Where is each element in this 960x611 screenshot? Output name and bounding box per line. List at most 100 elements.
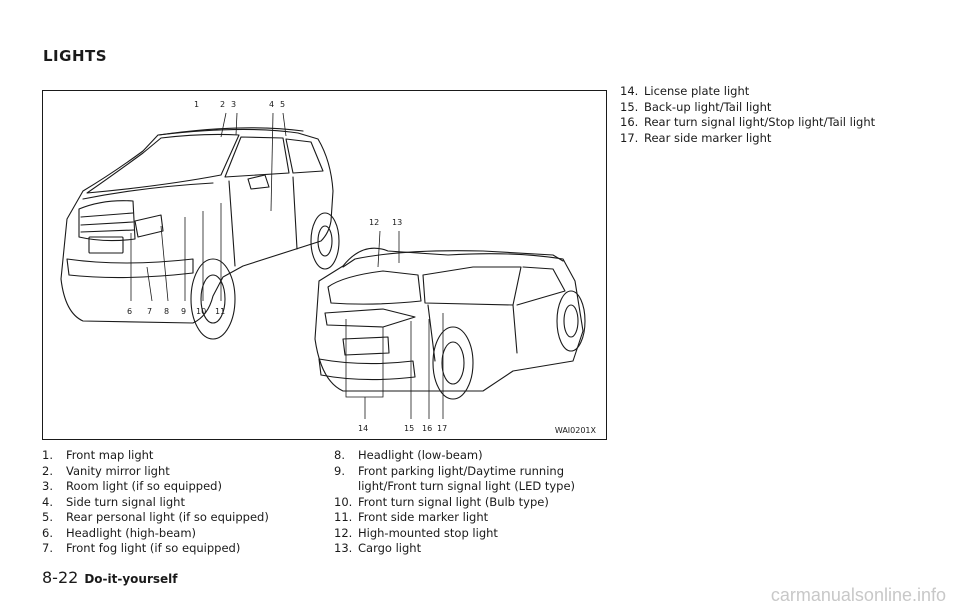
list-item: 14. License plate light xyxy=(620,84,920,100)
front-roof-rail xyxy=(158,127,304,136)
list-item: 11. Front side marker light xyxy=(334,510,604,526)
callout-7: 7 xyxy=(147,307,152,316)
list-item: 7. Front fog light (if so equipped) xyxy=(42,541,312,557)
rear-door-line xyxy=(427,304,518,362)
callout-6: 6 xyxy=(127,307,132,316)
front-door-line xyxy=(228,176,298,267)
item-number: 4. xyxy=(42,494,53,509)
rear-tailgate-glass xyxy=(327,270,422,305)
front-side-window-1 xyxy=(224,136,290,178)
vehicle-illustration: 1 2 3 4 5 6 7 8 9 10 11 12 13 14 15 16 1… xyxy=(60,100,586,433)
item-text: Headlight (high-beam) xyxy=(66,525,197,540)
page-footer: 8-22 Do-it-yourself xyxy=(42,568,177,587)
front-headlight-left xyxy=(134,214,164,238)
item-text: License plate light xyxy=(644,84,750,98)
front-grille xyxy=(78,200,136,242)
item-number: 2. xyxy=(42,463,53,478)
item-number: 14. xyxy=(620,84,639,98)
front-bumper xyxy=(66,258,194,279)
list-item: 2. Vanity mirror light xyxy=(42,464,312,480)
list-item: 3. Room light (if so equipped) xyxy=(42,479,312,495)
item-number: 10. xyxy=(334,494,353,509)
callout-9: 9 xyxy=(181,307,186,316)
item-number: 7. xyxy=(42,541,53,555)
item-number: 12. xyxy=(334,525,353,540)
list-item: 13. Cargo light xyxy=(334,541,604,557)
callout-15: 15 xyxy=(404,424,414,433)
item-text: Headlight (low-beam) xyxy=(358,448,483,462)
list-item: 8. Headlight (low-beam) xyxy=(334,448,604,464)
callout-labels: 1 2 3 4 5 6 7 8 9 10 11 12 13 14 15 16 1… xyxy=(127,100,447,433)
callout-4: 4 xyxy=(269,100,274,109)
list-item: 17. Rear side marker light xyxy=(620,131,920,147)
callout-17: 17 xyxy=(437,424,447,433)
rear-roofline xyxy=(342,250,564,268)
list-item: 4. Side turn signal light xyxy=(42,495,312,511)
rear-side-window xyxy=(422,266,522,306)
list-item: 10. Front turn signal light (Bulb type) xyxy=(334,495,604,511)
rear-wheel-far xyxy=(556,290,586,352)
page-heading: LIGHTS xyxy=(43,47,108,65)
item-number: 3. xyxy=(42,479,53,493)
lights-diagram: 1 2 3 4 5 6 7 8 9 10 11 12 13 14 15 16 1… xyxy=(42,90,607,440)
callout-8: 8 xyxy=(164,307,169,316)
callout-14: 14 xyxy=(358,424,368,433)
list-item: 6. Headlight (high-beam) xyxy=(42,526,312,542)
rear-car-body xyxy=(314,247,584,392)
rear-plate-area xyxy=(342,336,390,356)
rear-bumper xyxy=(318,358,416,381)
front-hood-line xyxy=(82,182,214,200)
item-text: Side turn signal light xyxy=(66,494,185,509)
item-text: Rear side marker light xyxy=(644,130,772,145)
rear-wheel-near xyxy=(432,326,474,400)
list-item: 12. High-mounted stop light xyxy=(334,526,604,542)
item-number: 8. xyxy=(334,448,345,462)
front-mirror xyxy=(247,174,270,190)
legend-column-3: 14. License plate light 15. Back-up light/… xyxy=(620,84,920,146)
item-text: Back-up light/Tail light xyxy=(644,99,772,114)
watermark: carmanualsonline.info xyxy=(770,585,946,605)
item-number: 17. xyxy=(620,130,639,145)
list-item: 16. Rear turn signal light/Stop light/Tai… xyxy=(620,115,920,131)
section-name: Do-it-yourself xyxy=(84,572,178,586)
front-plate xyxy=(88,236,124,254)
list-item: 5. Rear personal light (if so equipped) xyxy=(42,510,312,526)
item-number: 15. xyxy=(620,99,639,114)
callout-10: 10 xyxy=(196,307,206,316)
item-text: Rear personal light (if so equipped) xyxy=(66,510,269,524)
item-text: Cargo light xyxy=(358,541,422,555)
front-windshield xyxy=(86,133,240,194)
front-side-window-2 xyxy=(285,138,324,174)
callout-13: 13 xyxy=(392,218,402,227)
callout-11: 11 xyxy=(215,307,225,316)
item-number: 9. xyxy=(334,463,345,478)
item-text: Front fog light (if so equipped) xyxy=(66,541,241,555)
item-text: High-mounted stop light xyxy=(358,525,498,540)
list-item: 9. Front parking light/Daytime running li… xyxy=(334,464,604,495)
callout-2: 2 xyxy=(220,100,225,109)
callout-1: 1 xyxy=(194,100,199,109)
front-wheel-near xyxy=(190,258,236,340)
list-item: 1. Front map light xyxy=(42,448,312,464)
item-text: Front side marker light xyxy=(358,510,489,524)
item-number: 1. xyxy=(42,448,53,462)
callout-12: 12 xyxy=(369,218,379,227)
item-number: 5. xyxy=(42,510,53,524)
rear-tail-lamps xyxy=(324,308,416,328)
item-number: 13. xyxy=(334,541,353,555)
item-number: 11. xyxy=(334,510,353,524)
page-number: 8-22 xyxy=(42,568,79,587)
item-number: 16. xyxy=(620,115,639,129)
list-item: 15. Back-up light/Tail light xyxy=(620,100,920,116)
figure-code: WAI0201X xyxy=(554,426,596,435)
callout-3: 3 xyxy=(231,100,236,109)
item-text: Room light (if so equipped) xyxy=(66,479,222,493)
item-text: Front parking light/Daytime running ligh… xyxy=(358,463,576,494)
item-text: Rear turn signal light/Stop light/Tail l… xyxy=(644,115,876,129)
legend-column-2: 8. Headlight (low-beam) 9. Front parking l… xyxy=(334,448,604,557)
legend-column-1: 1.Front map light 2.Vanity mirror light … xyxy=(42,448,312,557)
item-number: 6. xyxy=(42,525,53,540)
item-text: Front turn signal light (Bulb type) xyxy=(358,494,549,509)
item-text: Vanity mirror light xyxy=(66,463,170,478)
item-text: Front map light xyxy=(66,448,154,462)
